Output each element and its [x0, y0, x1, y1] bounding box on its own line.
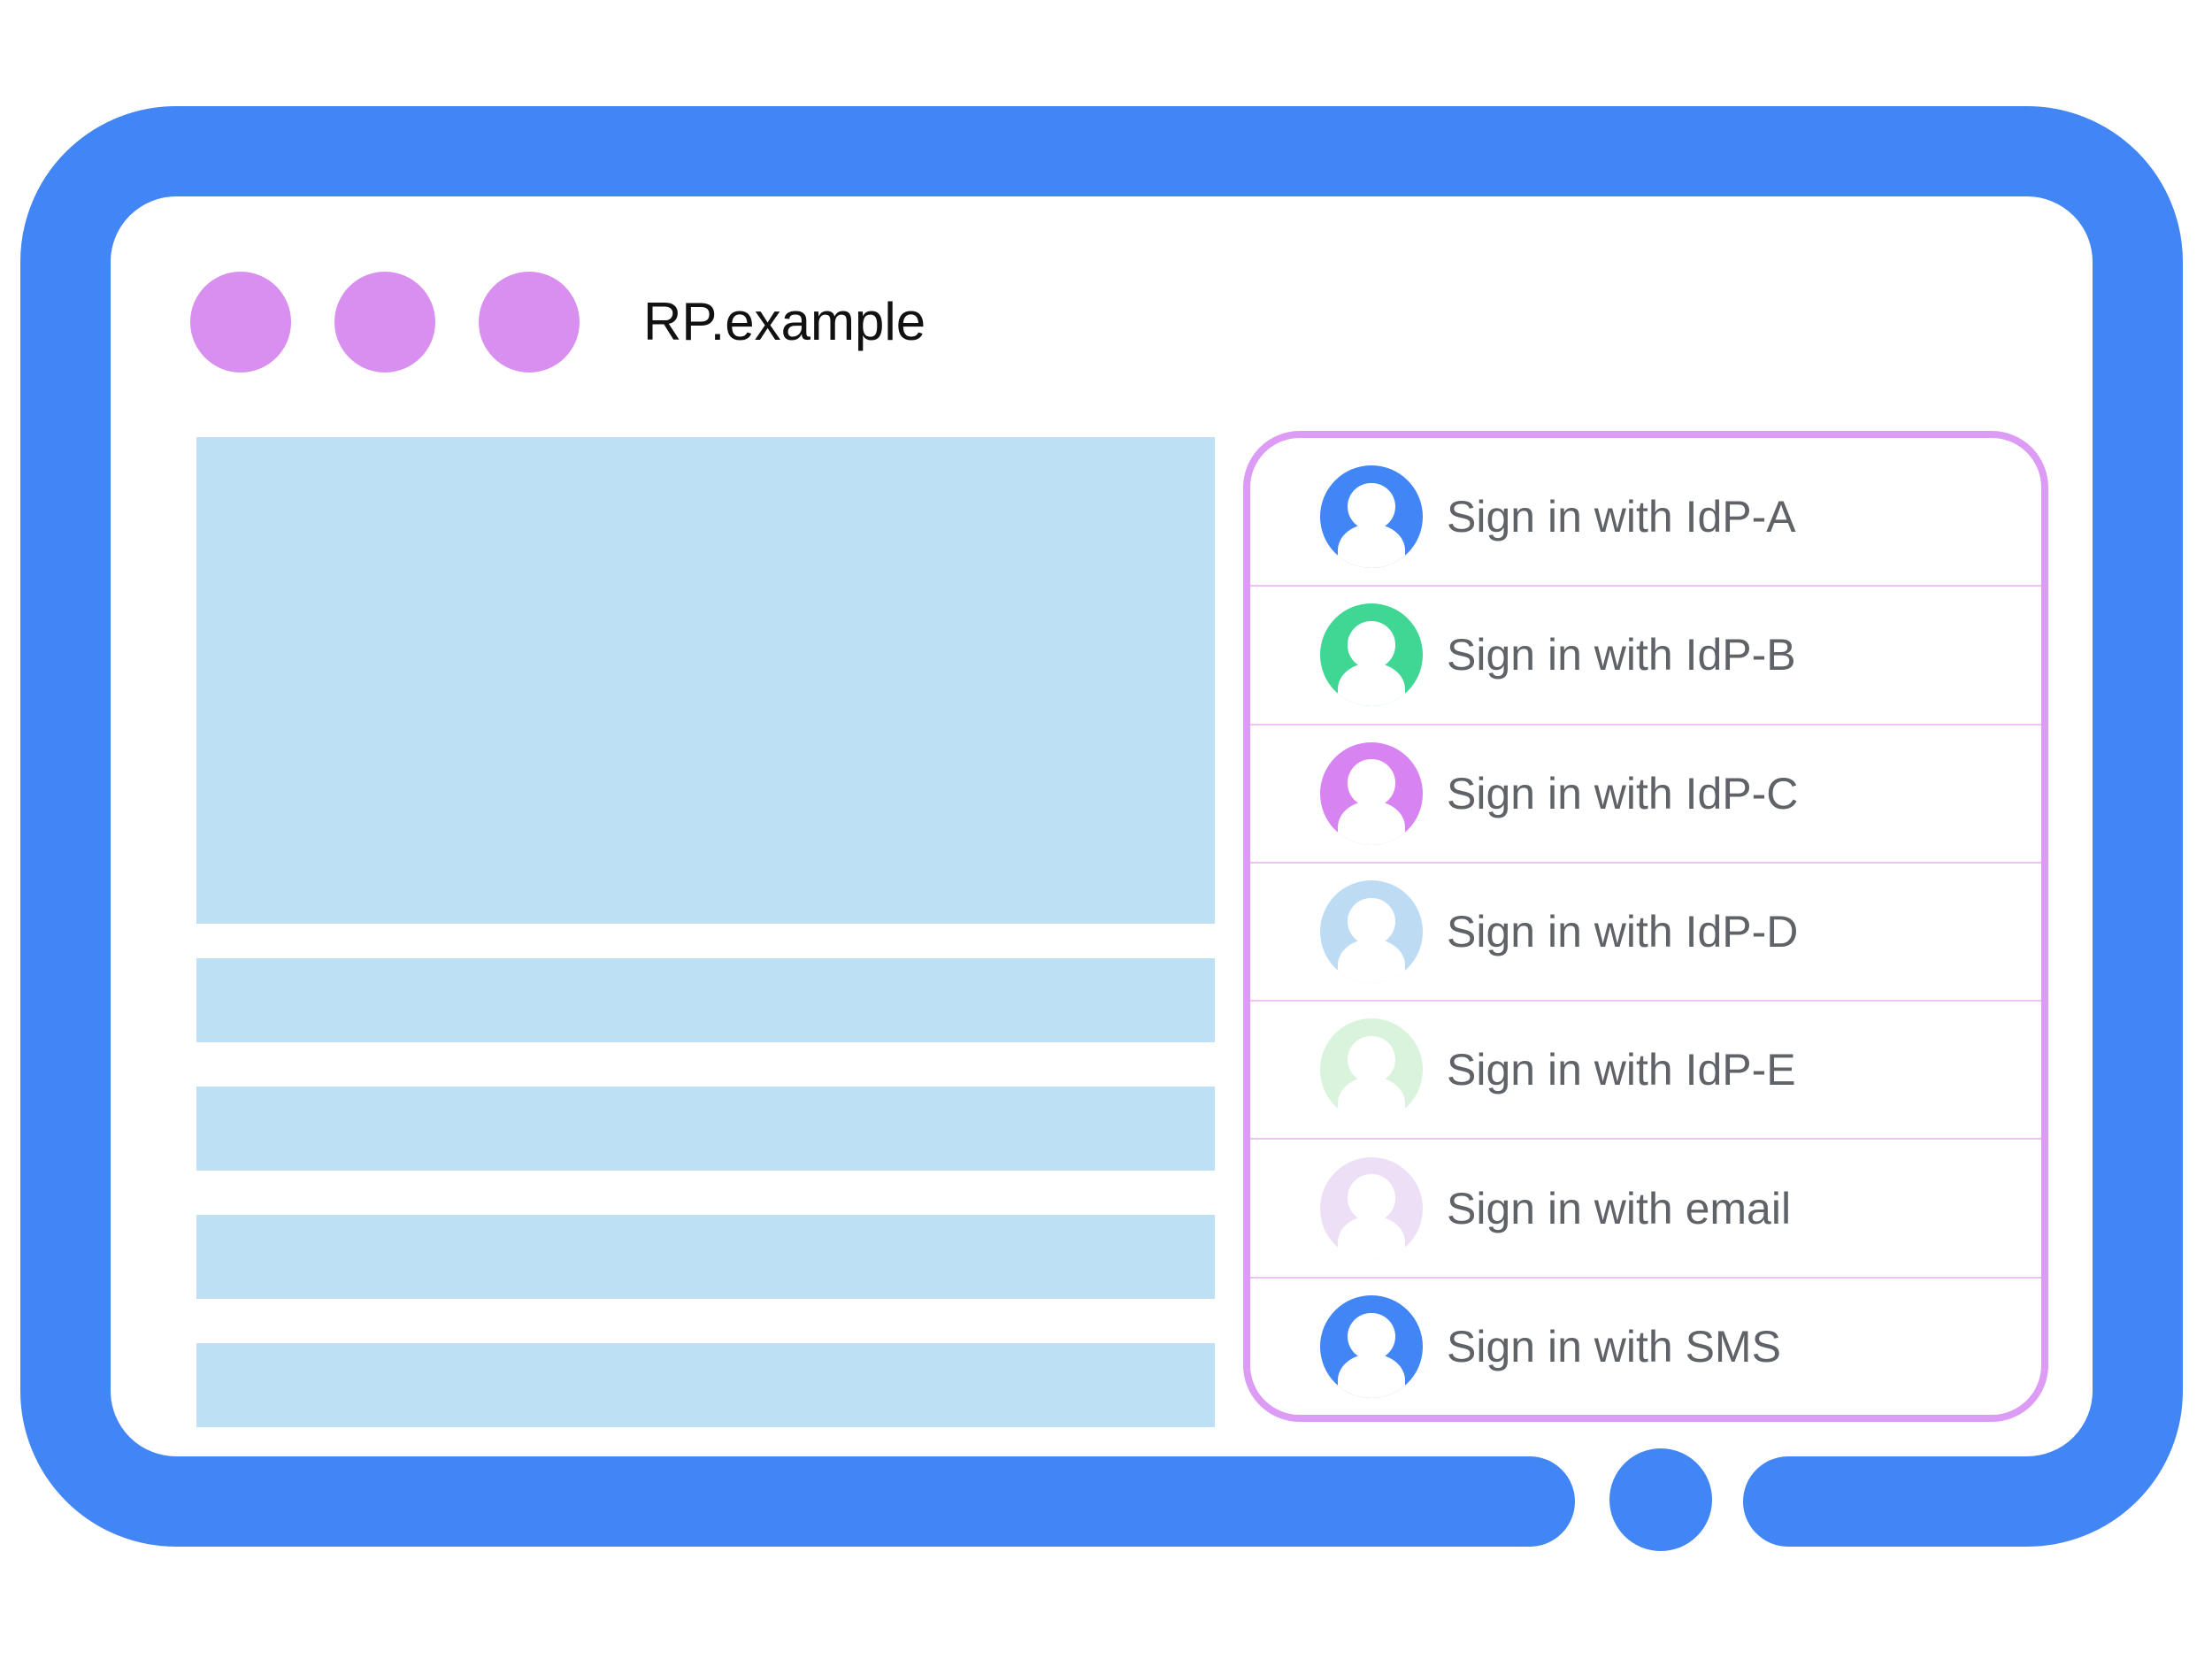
signin-option-label: Sign in with IdP-A — [1447, 492, 1796, 542]
avatar-torso-shape — [1337, 662, 1406, 707]
signin-option[interactable]: Sign in with SMS — [1250, 1276, 2041, 1415]
signin-option[interactable]: Sign in with email — [1250, 1138, 2041, 1276]
frame-gap-left-cap — [1485, 1456, 1575, 1547]
avatar-head-shape — [1348, 759, 1395, 807]
signin-option-label: Sign in with IdP-D — [1447, 906, 1799, 956]
avatar-head-shape — [1348, 897, 1395, 946]
user-avatar-icon — [1320, 879, 1423, 983]
avatar-torso-shape — [1337, 939, 1406, 983]
signin-option[interactable]: Sign in with IdP-D — [1250, 861, 2041, 1000]
browser-frame-border — [20, 106, 2183, 1547]
user-avatar-icon — [1320, 1156, 1423, 1260]
avatar-head-shape — [1348, 1035, 1395, 1084]
signin-option[interactable]: Sign in with IdP-A — [1250, 449, 2041, 585]
avatar-torso-shape — [1337, 524, 1406, 569]
avatar-torso-shape — [1337, 1077, 1406, 1122]
signin-option-label: Sign in with IdP-B — [1447, 630, 1796, 680]
user-avatar-icon — [1320, 465, 1423, 569]
signin-option-label: Sign in with IdP-C — [1447, 768, 1799, 818]
signin-option[interactable]: Sign in with IdP-B — [1250, 585, 2041, 723]
window-control-dot[interactable] — [190, 272, 291, 373]
avatar-head-shape — [1348, 482, 1395, 531]
window-controls — [190, 272, 580, 373]
signin-option[interactable]: Sign in with IdP-E — [1250, 1000, 2041, 1138]
avatar-head-shape — [1348, 1174, 1395, 1222]
avatar-head-shape — [1348, 621, 1395, 669]
signin-option-label: Sign in with email — [1447, 1183, 1792, 1233]
hero-placeholder-block — [196, 437, 1215, 924]
signin-option-label: Sign in with IdP-E — [1447, 1045, 1796, 1095]
frame-gap-right-cap — [1743, 1456, 1833, 1547]
user-avatar-icon — [1320, 1018, 1423, 1122]
skeleton-bar — [196, 1343, 1215, 1427]
account-chooser-dialog: Sign in with IdP-A Sign in with IdP-B Si… — [1243, 431, 2048, 1422]
avatar-torso-shape — [1337, 1215, 1406, 1260]
window-control-dot[interactable] — [479, 272, 580, 373]
user-avatar-icon — [1320, 603, 1423, 707]
page-title: RP.example — [643, 292, 926, 351]
user-avatar-icon — [1320, 1294, 1423, 1398]
user-avatar-icon — [1320, 741, 1423, 845]
signin-option-label: Sign in with SMS — [1447, 1321, 1781, 1371]
signin-option[interactable]: Sign in with IdP-C — [1250, 723, 2041, 862]
avatar-torso-shape — [1337, 800, 1406, 845]
skeleton-bar — [196, 1087, 1215, 1171]
skeleton-bars — [196, 958, 1215, 1471]
skeleton-bar — [196, 958, 1215, 1042]
window-control-dot[interactable] — [334, 272, 435, 373]
avatar-head-shape — [1348, 1312, 1395, 1360]
skeleton-bar — [196, 1215, 1215, 1299]
home-button-icon[interactable] — [1609, 1448, 1712, 1551]
avatar-torso-shape — [1337, 1353, 1406, 1398]
